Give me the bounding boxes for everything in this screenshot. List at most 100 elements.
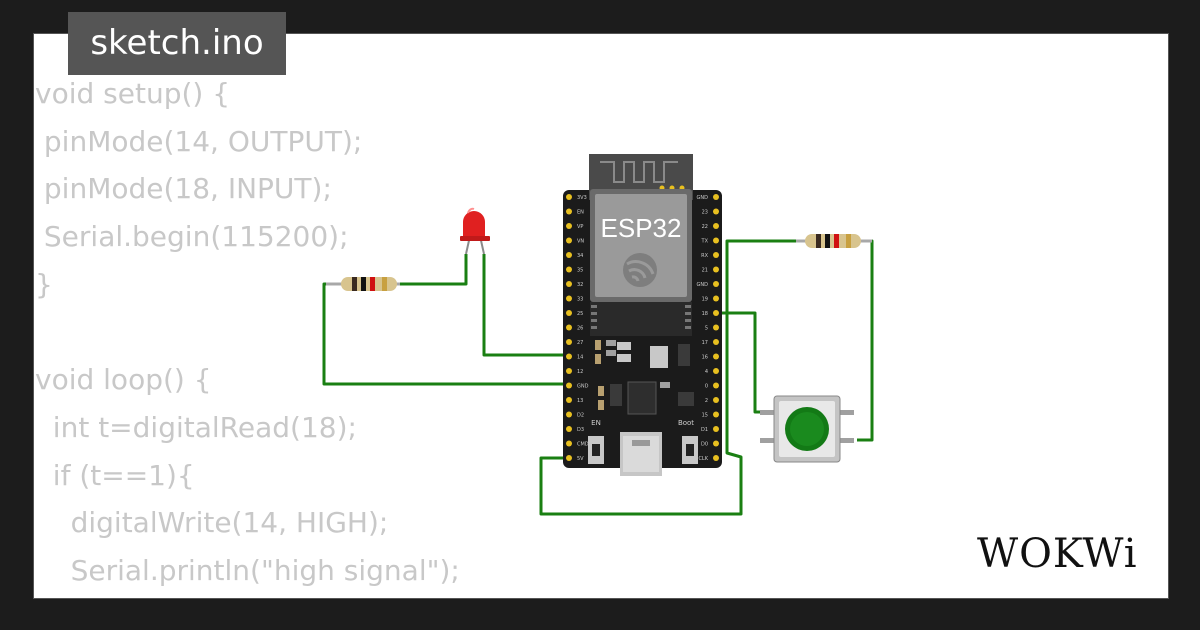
pin-label: RX [701, 253, 708, 259]
pin-pad[interactable] [713, 382, 719, 389]
pin-pad[interactable] [713, 310, 719, 316]
pin-label: 2 [705, 398, 708, 404]
pin-pad[interactable] [566, 208, 572, 215]
espressif-logo-icon [623, 253, 657, 287]
pin-pad[interactable] [713, 339, 719, 345]
pin-label: 22 [702, 224, 708, 230]
pin-pad[interactable] [713, 295, 719, 302]
file-tab-label: sketch.ino [90, 23, 264, 63]
pin-label: 15 [702, 413, 708, 419]
esp32-board[interactable]: ESP32 EN [563, 154, 722, 476]
pin-label: VP [577, 224, 583, 230]
pin-pad[interactable] [566, 223, 572, 229]
pin-pad[interactable] [566, 295, 572, 302]
pin-pad[interactable] [566, 310, 572, 316]
pin-label: VN [577, 239, 584, 245]
en-label: EN [591, 419, 601, 427]
pin-pad[interactable] [566, 324, 572, 331]
pin-pad[interactable] [566, 368, 572, 374]
pushbutton-icon[interactable] [760, 395, 854, 463]
pin-pad[interactable] [566, 194, 572, 200]
code-line: int t=digitalRead(18); [35, 410, 357, 444]
pin-pad[interactable] [713, 411, 719, 418]
usb-connector-icon [620, 432, 662, 476]
pin-label: D0 [701, 442, 708, 448]
wire-led-to-pin14[interactable] [482, 254, 569, 357]
pin-pad[interactable] [566, 237, 572, 244]
pin-pad[interactable] [566, 440, 572, 447]
pin-label: 25 [577, 311, 583, 317]
left-pin-header: 3V3ENVPVN343532332526271412GND13D2D3CMD5… [566, 194, 589, 462]
resistor-icon[interactable] [326, 277, 400, 291]
module-pads [591, 305, 691, 329]
wire-resistor-to-led[interactable] [400, 254, 468, 286]
pin-pad[interactable] [566, 397, 572, 403]
pin-pad[interactable] [566, 252, 572, 258]
pin-label: 12 [577, 369, 583, 375]
pin-label: 18 [702, 311, 708, 317]
wire-resistor-to-gnd[interactable] [322, 282, 569, 386]
pin-pad[interactable] [713, 324, 719, 331]
pin-label: 26 [577, 326, 583, 332]
chip-label: ESP32 [601, 213, 682, 243]
pin-label: 21 [702, 268, 708, 274]
pin-label: 32 [577, 282, 583, 288]
wokwi-logo[interactable]: WOKWi [975, 525, 1155, 585]
board-components [595, 340, 694, 415]
pin-label: CMD [577, 442, 589, 448]
pin-pad[interactable] [713, 266, 719, 273]
pin-pad[interactable] [566, 382, 572, 389]
pin-label: GND [697, 195, 709, 201]
pin-label: 27 [577, 340, 583, 346]
pin-pad[interactable] [566, 266, 572, 273]
led-icon[interactable] [460, 207, 490, 255]
pin-label: GND [577, 384, 589, 390]
code-line: Serial.begin(115200); [35, 220, 349, 254]
pin-pad[interactable] [713, 397, 719, 403]
code-line: digitalWrite(14, HIGH); [35, 506, 389, 540]
pin-pad[interactable] [713, 208, 719, 215]
code-line: pinMode(14, OUTPUT); [35, 124, 363, 158]
pin-pad[interactable] [566, 455, 572, 461]
wire-5v-loop[interactable] [539, 239, 796, 516]
pin-label: EN [577, 210, 584, 216]
pin-label: 33 [577, 297, 583, 303]
pin-pad[interactable] [566, 411, 572, 418]
pin-pad[interactable] [713, 440, 719, 447]
pin-label: 16 [702, 355, 708, 361]
pin-label: 35 [577, 268, 583, 274]
pin-label: D2 [577, 413, 584, 419]
pin-label: GND [697, 282, 709, 288]
pin-pad[interactable] [713, 194, 719, 200]
pin-pad[interactable] [713, 368, 719, 374]
logo-text: WOKWi [977, 531, 1138, 577]
pin-pad[interactable] [713, 237, 719, 244]
pin-pad[interactable] [713, 455, 719, 461]
pin-label: 5V [577, 456, 584, 462]
pin-label: D3 [577, 427, 584, 433]
pin-pad[interactable] [713, 252, 719, 258]
pin-pad[interactable] [566, 339, 572, 345]
resistor-icon[interactable] [796, 234, 872, 248]
pin-pad[interactable] [713, 281, 719, 287]
file-tab[interactable]: sketch.ino [68, 12, 286, 75]
code-line: if (t==1){ [35, 458, 195, 492]
pin-pad[interactable] [713, 426, 719, 432]
pin-label: 3V3 [577, 195, 587, 201]
pin-pad[interactable] [713, 353, 719, 360]
pin-pad[interactable] [566, 281, 572, 287]
pin-label: 14 [577, 355, 583, 361]
pin-pad[interactable] [713, 223, 719, 229]
antenna-trace [600, 161, 678, 183]
code-preview: void setup() { pinMode(14, OUTPUT); pinM… [35, 70, 460, 595]
pin-label: 17 [702, 340, 708, 346]
pin-pad[interactable] [566, 353, 572, 360]
pin-pad[interactable] [566, 426, 572, 432]
code-line: void loop() { [35, 363, 212, 397]
wire-button-to-resistor[interactable] [857, 239, 874, 442]
pin-label: 19 [702, 297, 708, 303]
wire-pin18-to-button[interactable] [716, 311, 772, 414]
pin-label: 4 [705, 369, 708, 375]
